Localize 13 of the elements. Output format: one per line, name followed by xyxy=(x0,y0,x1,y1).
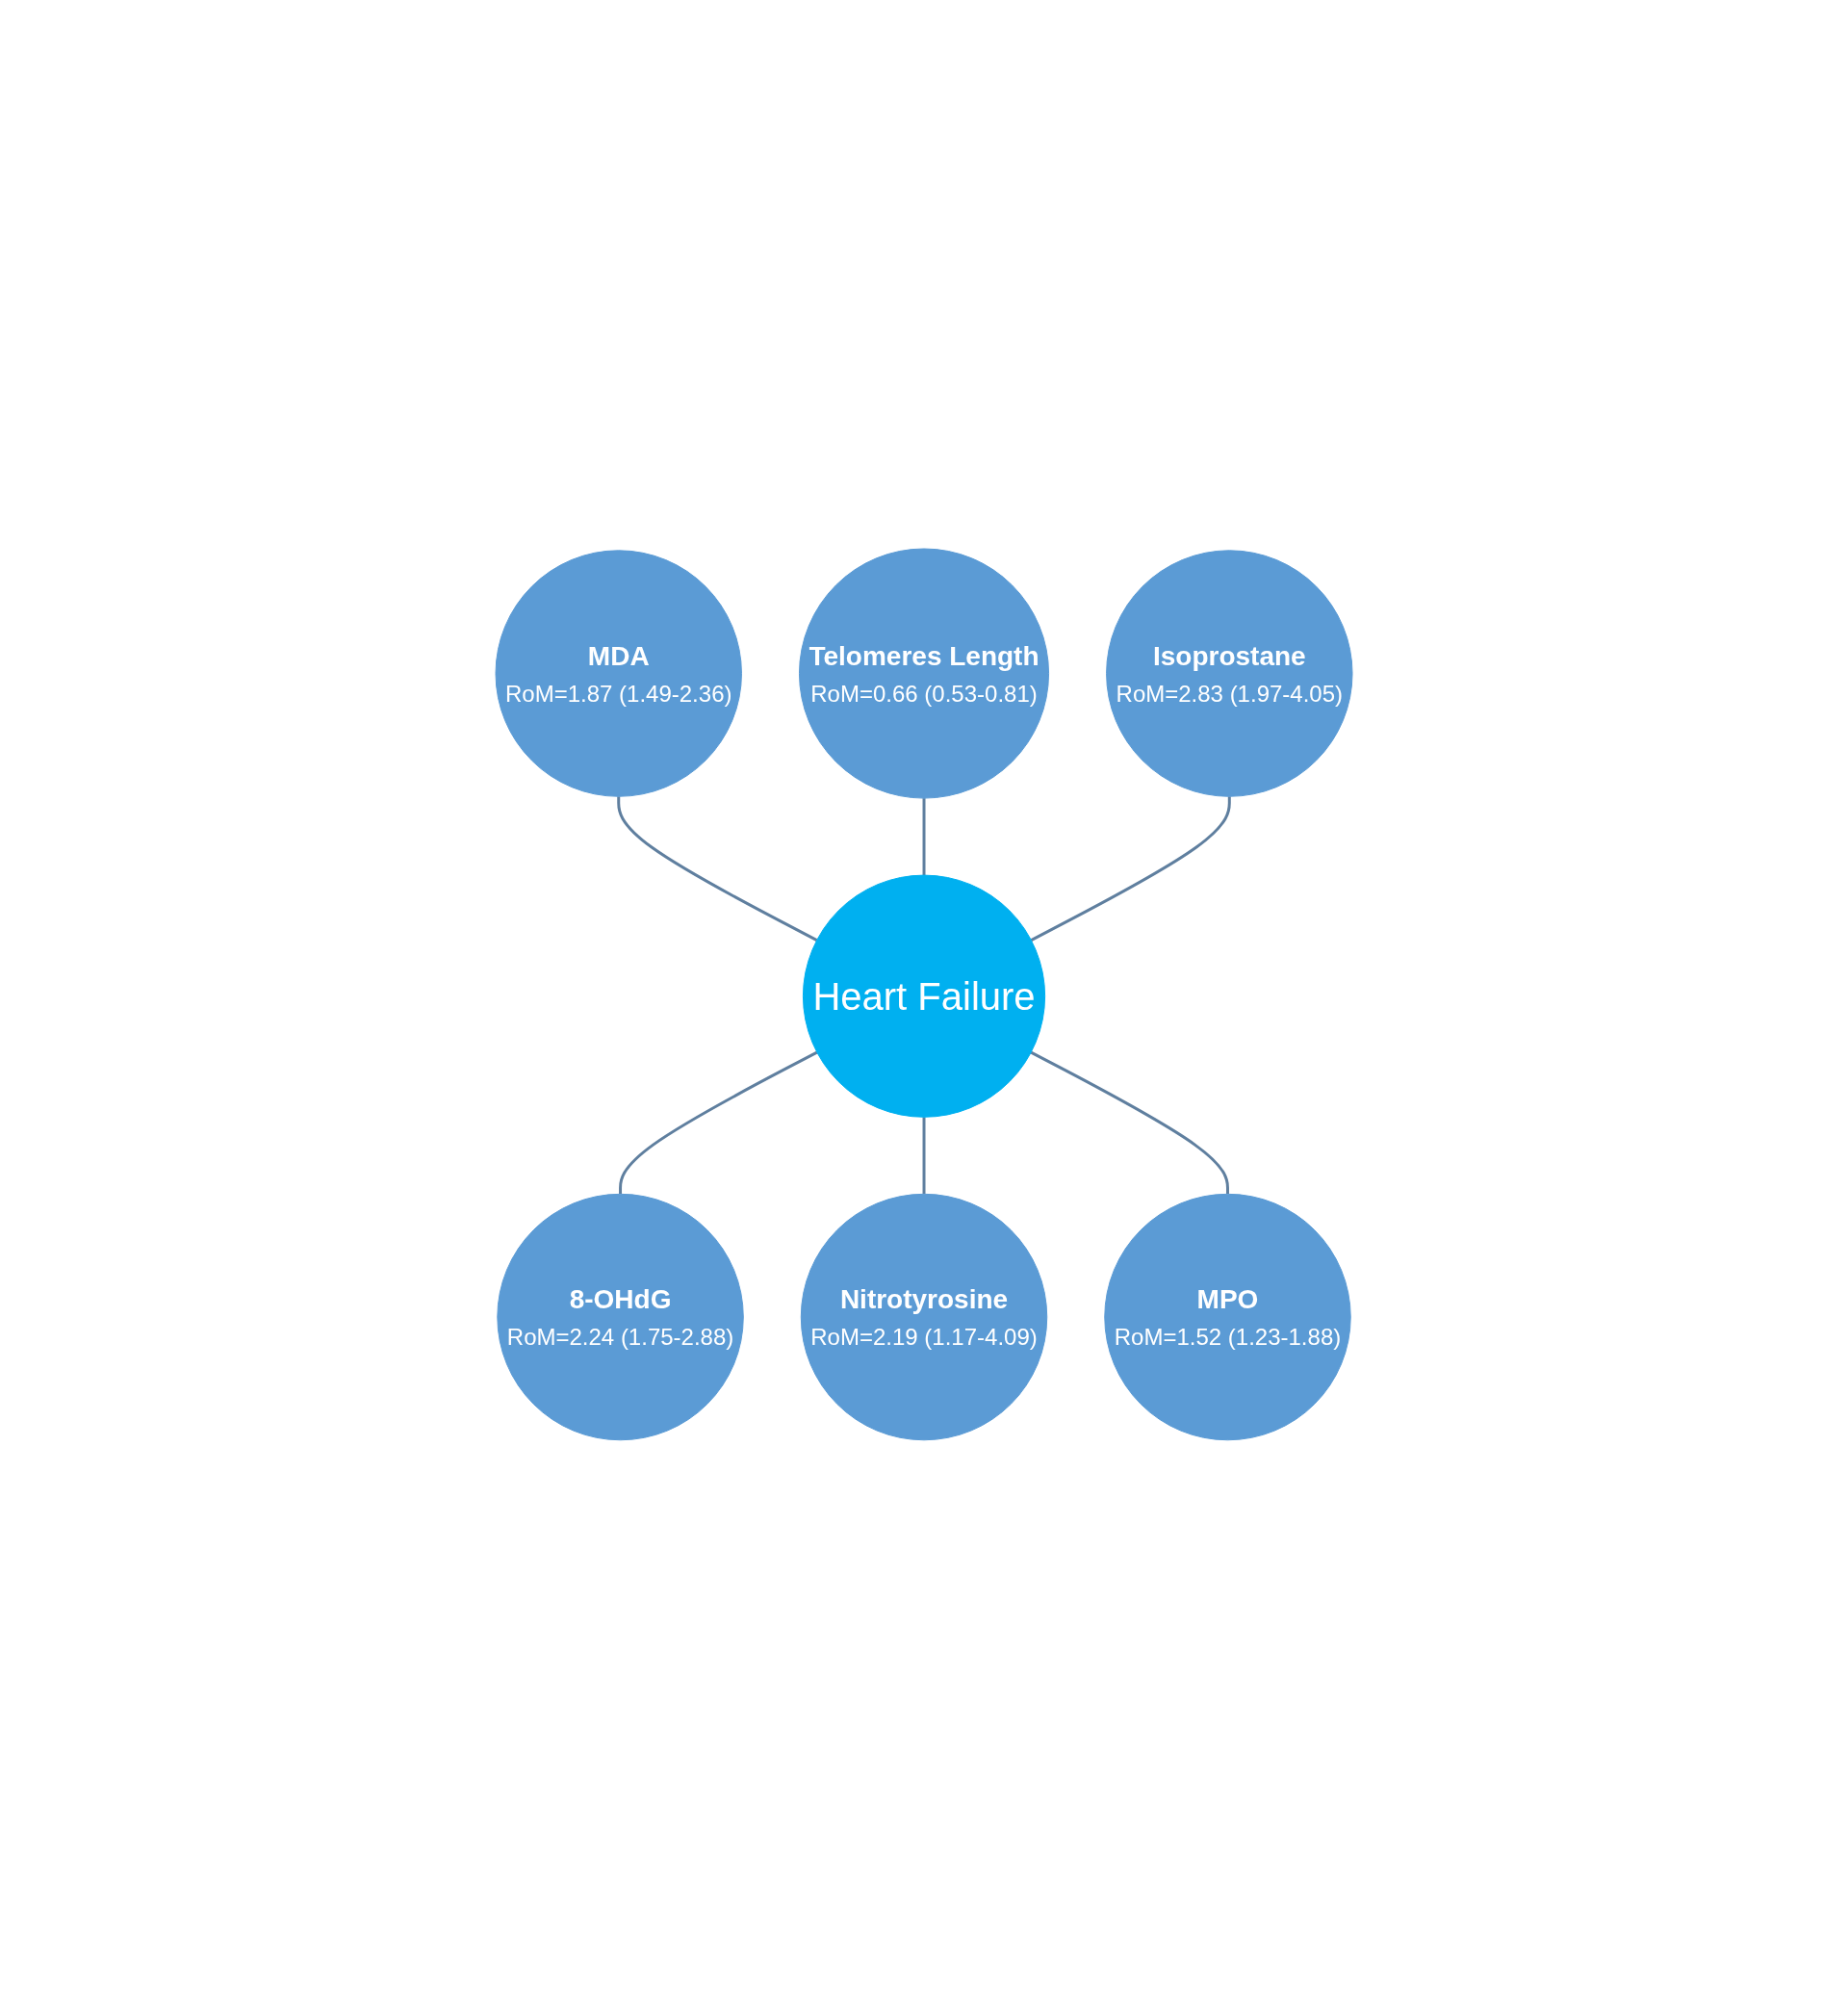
node-circle: 8-OHdG RoM=2.24 (1.75-2.88) xyxy=(497,1193,744,1441)
connector xyxy=(1030,796,1231,942)
node-circle: Telomeres Length RoM=0.66 (0.53-0.81) xyxy=(798,548,1050,799)
node-circle: Heart Failure xyxy=(802,874,1046,1118)
node-circle: Nitrotyrosine RoM=2.19 (1.17-4.09) xyxy=(800,1193,1048,1441)
node-circle: Isoprostane RoM=2.83 (1.97-4.05) xyxy=(1106,550,1353,797)
connector xyxy=(617,796,818,942)
node-circle: MDA RoM=1.87 (1.49-2.36) xyxy=(495,550,742,797)
connector xyxy=(922,798,926,876)
node-circle: MPO RoM=1.52 (1.23-1.88) xyxy=(1104,1193,1351,1441)
connector xyxy=(922,1117,926,1195)
connector xyxy=(619,1050,818,1195)
connector xyxy=(1030,1050,1229,1195)
